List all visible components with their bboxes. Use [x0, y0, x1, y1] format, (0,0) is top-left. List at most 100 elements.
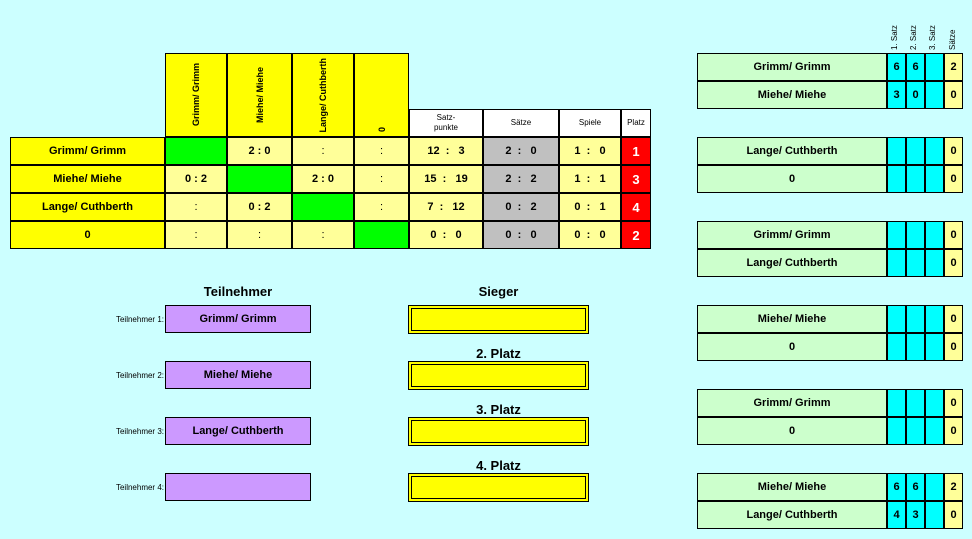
- game-set-score[interactable]: [925, 417, 944, 445]
- platz3-value: [411, 420, 586, 443]
- game-set-score[interactable]: [925, 333, 944, 361]
- satzpunkte-header: Satz- punkte: [409, 109, 483, 137]
- game-set-score[interactable]: [925, 249, 944, 277]
- satzpunkte-cell: 0 : 0: [409, 221, 483, 249]
- game-set-score[interactable]: [887, 305, 906, 333]
- game-set-score[interactable]: [906, 137, 925, 165]
- game-set-score[interactable]: [887, 249, 906, 277]
- matrix-cell[interactable]: :: [354, 165, 409, 193]
- game-player-name: Lange/ Cuthberth: [697, 137, 887, 165]
- sieger-title: Sieger: [478, 284, 519, 299]
- spiele-lost: 1: [599, 173, 606, 185]
- teilnehmer-label: Teilnehmer 4:: [115, 483, 164, 492]
- game-sets-total[interactable]: 0: [944, 249, 963, 277]
- game-set-score[interactable]: [887, 389, 906, 417]
- game-set-score[interactable]: 6: [906, 473, 925, 501]
- matrix-cell[interactable]: :: [354, 137, 409, 165]
- game-set-score[interactable]: [906, 389, 925, 417]
- teilnehmer-input-3[interactable]: Lange/ Cuthberth: [165, 417, 311, 445]
- game-set-score[interactable]: [887, 333, 906, 361]
- game-set-score[interactable]: 3: [906, 501, 925, 529]
- game-set-score[interactable]: [887, 417, 906, 445]
- platz2-value: [411, 364, 586, 387]
- game-sets-total[interactable]: 0: [944, 137, 963, 165]
- game-player-name: Miehe/ Miehe: [697, 305, 887, 333]
- game-set-score[interactable]: [906, 165, 925, 193]
- game-sets-total[interactable]: 2: [944, 53, 963, 81]
- game-player-name: 0: [697, 333, 887, 361]
- satzpunkte-against: 19: [455, 173, 468, 185]
- satzpunkte-against: 12: [452, 201, 465, 213]
- spiele-lost: 0: [599, 145, 606, 157]
- game-set-score[interactable]: [906, 417, 925, 445]
- game-set-score[interactable]: 6: [887, 473, 906, 501]
- game-set-score[interactable]: 0: [906, 81, 925, 109]
- platz-cell: 1: [621, 137, 651, 165]
- matrix-cell-self: [227, 165, 292, 193]
- saetze-against: 2: [530, 173, 537, 185]
- game-sets-total[interactable]: 0: [944, 221, 963, 249]
- game-player-name: Lange/ Cuthberth: [697, 249, 887, 277]
- game-player-name: Miehe/ Miehe: [697, 81, 887, 109]
- game-set-score[interactable]: 6: [887, 53, 906, 81]
- game-set-score[interactable]: 6: [906, 53, 925, 81]
- game-player-name: Miehe/ Miehe: [697, 473, 887, 501]
- platz3-title: 3. Platz: [476, 402, 521, 417]
- game-set-score[interactable]: [925, 305, 944, 333]
- game-sets-total[interactable]: 0: [944, 305, 963, 333]
- satzpunkte-for: 12: [427, 145, 440, 157]
- game-set-score[interactable]: [925, 53, 944, 81]
- game-sets-total[interactable]: 2: [944, 473, 963, 501]
- matrix-col-header-label: Lange/ Cuthberth: [318, 57, 328, 133]
- sieger-box: [408, 305, 589, 334]
- game-set-score[interactable]: [925, 221, 944, 249]
- game-set-score[interactable]: [906, 249, 925, 277]
- teilnehmer-input-1[interactable]: Grimm/ Grimm: [165, 305, 311, 333]
- platz2-box: [408, 361, 589, 390]
- game-sets-total[interactable]: 0: [944, 389, 963, 417]
- game-set-score[interactable]: [925, 473, 944, 501]
- teilnehmer-input-4[interactable]: [165, 473, 311, 501]
- game-set-score[interactable]: [906, 305, 925, 333]
- game-sets-total[interactable]: 0: [944, 333, 963, 361]
- matrix-cell[interactable]: :: [354, 193, 409, 221]
- matrix-cell[interactable]: :: [165, 221, 227, 249]
- matrix-cell[interactable]: 0 : 2: [165, 165, 227, 193]
- platz-header: Platz: [621, 109, 651, 137]
- game-set-score[interactable]: 4: [887, 501, 906, 529]
- matrix-cell[interactable]: 2 : 0: [292, 165, 354, 193]
- game-set-score[interactable]: [887, 165, 906, 193]
- platz2-title: 2. Platz: [476, 346, 521, 361]
- game-set-score[interactable]: [925, 501, 944, 529]
- matrix-cell-self: [165, 137, 227, 165]
- platz4-value: [411, 476, 586, 499]
- game-set-score[interactable]: [887, 137, 906, 165]
- game-sets-total[interactable]: 0: [944, 165, 963, 193]
- matrix-cell[interactable]: :: [165, 193, 227, 221]
- matrix-cell[interactable]: :: [292, 137, 354, 165]
- game-set-score[interactable]: [906, 221, 925, 249]
- saetze-against: 0: [530, 229, 537, 241]
- matrix-cell[interactable]: :: [227, 221, 292, 249]
- game-sets-total[interactable]: 0: [944, 501, 963, 529]
- game-set-score[interactable]: [925, 165, 944, 193]
- game-set-score[interactable]: [906, 333, 925, 361]
- game-sets-total[interactable]: 0: [944, 417, 963, 445]
- teilnehmer-label: Teilnehmer 2:: [115, 371, 164, 380]
- game-set-score[interactable]: [887, 221, 906, 249]
- game-set-score[interactable]: [925, 81, 944, 109]
- game-set-score[interactable]: [925, 389, 944, 417]
- matrix-cell[interactable]: :: [292, 221, 354, 249]
- game-set-score[interactable]: 3: [887, 81, 906, 109]
- game-sets-total[interactable]: 0: [944, 81, 963, 109]
- matrix-cell[interactable]: 0 : 2: [227, 193, 292, 221]
- game-set-score[interactable]: [925, 137, 944, 165]
- teilnehmer-input-2[interactable]: Miehe/ Miehe: [165, 361, 311, 389]
- platz4-title: 4. Platz: [476, 458, 521, 473]
- spiele-lost: 0: [599, 229, 606, 241]
- matrix-cell[interactable]: 2 : 0: [227, 137, 292, 165]
- spiele-won: 1: [574, 145, 581, 157]
- satzpunkte-for: 0: [430, 229, 437, 241]
- saetze-for: 0: [505, 201, 512, 213]
- saetze-cell: 0 : 2: [483, 193, 559, 221]
